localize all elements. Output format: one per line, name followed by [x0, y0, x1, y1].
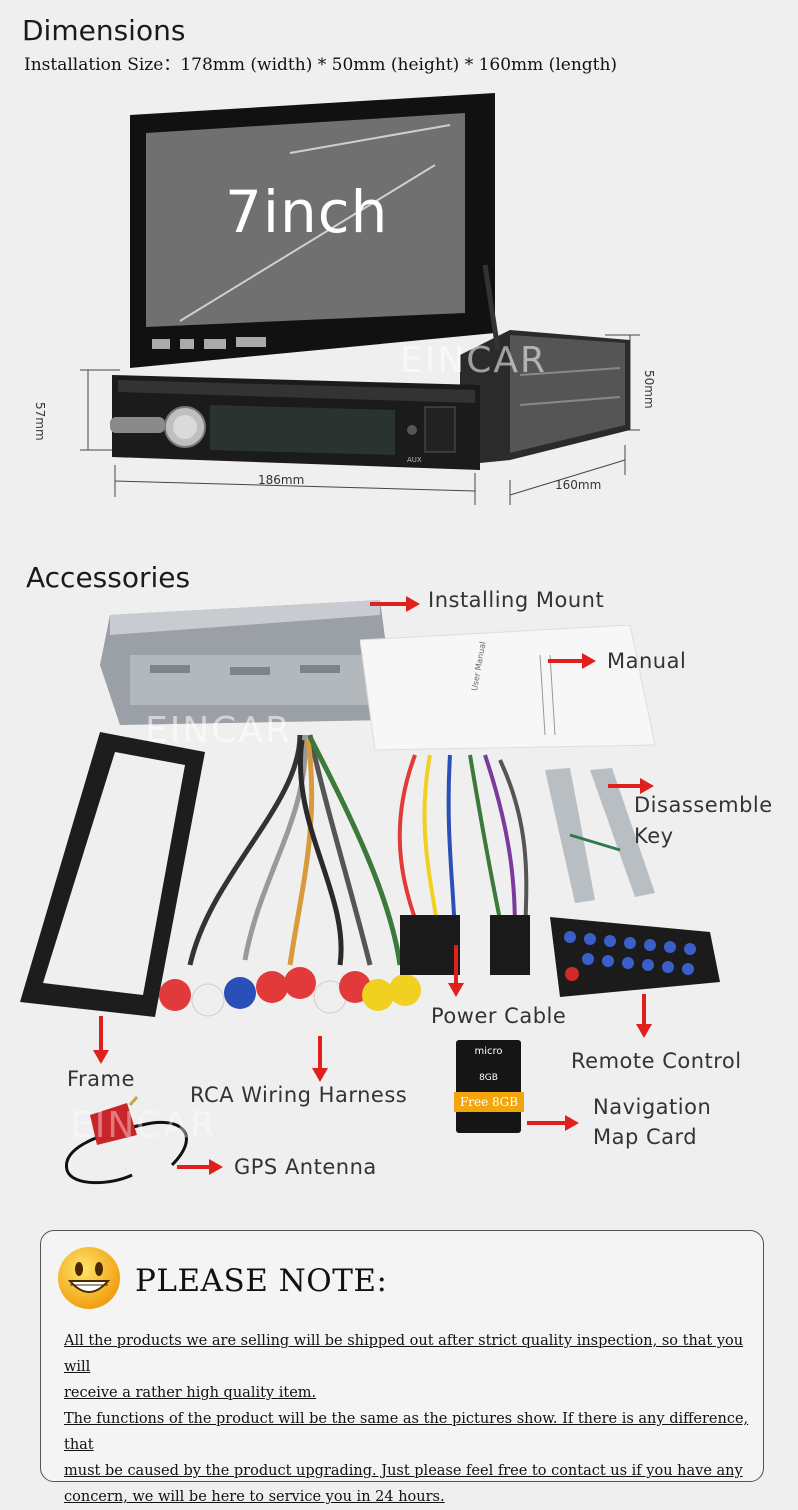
sd-brand-text: micro	[474, 1046, 503, 1057]
accessories-heading: Accessories	[26, 561, 191, 594]
manual-image	[360, 625, 656, 751]
rca-harness-image	[159, 734, 421, 1017]
note-line-3: The functions of the product will be the…	[64, 1411, 749, 1453]
power-cable-image	[397, 754, 530, 975]
installation-size-text: Installation Size：178mm (width) * 50mm (…	[24, 55, 618, 75]
please-note-box: PLEASE NOTE: All the products we are sel…	[40, 1230, 764, 1505]
note-body: All the products we are selling will be …	[64, 1328, 754, 1510]
note-line-4: must be caused by the product upgrading.…	[64, 1463, 743, 1479]
width-label: 186mm	[258, 473, 305, 487]
navigation-card-label-2: Map Card	[593, 1125, 698, 1149]
brand-watermark: EINCAR	[400, 340, 548, 381]
remote-control-image	[550, 917, 720, 997]
disassemble-key-label-1: Disassemble	[634, 793, 773, 817]
back-height-label: 50mm	[642, 370, 656, 409]
gps-antenna-label: GPS Antenna	[234, 1155, 377, 1179]
sd-card: micro 8GB Free 8GB	[454, 1040, 524, 1133]
power-cable-label: Power Cable	[431, 1004, 567, 1028]
sd-capacity-text: 8GB	[479, 1073, 498, 1083]
gps-antenna-image	[64, 1096, 188, 1185]
disassemble-key-label-2: Key	[634, 824, 674, 848]
head-unit-illustration	[80, 93, 640, 505]
manual-label: Manual	[607, 649, 687, 673]
installing-mount-image	[100, 600, 390, 725]
please-note-title: PLEASE NOTE:	[135, 1263, 388, 1299]
installing-mount-label: Installing Mount	[428, 588, 605, 612]
note-line-1: All the products we are selling will be …	[64, 1333, 744, 1375]
frame-label: Frame	[67, 1067, 135, 1091]
smiley-icon	[58, 1247, 120, 1309]
accessories-watermark: EINCAR	[145, 710, 293, 751]
navigation-card-label-1: Navigation	[593, 1095, 712, 1119]
note-line-5: concern, we will be here to service you …	[64, 1489, 445, 1505]
front-height-label: 57mm	[33, 402, 47, 441]
aux-label: AUX	[407, 456, 422, 464]
screen-size-label: 7inch	[225, 178, 389, 246]
disassemble-key-image	[545, 768, 655, 903]
frame-image	[20, 732, 205, 1017]
rca-harness-label: RCA Wiring Harness	[190, 1083, 408, 1107]
dimensions-heading: Dimensions	[22, 14, 186, 47]
length-label: 160mm	[555, 478, 602, 492]
sd-free-badge: Free 8GB	[454, 1092, 524, 1112]
note-line-2: receive a rather high quality item.	[64, 1385, 317, 1401]
gps-watermark: EINCAR	[70, 1105, 218, 1146]
remote-control-label: Remote Control	[571, 1049, 742, 1073]
